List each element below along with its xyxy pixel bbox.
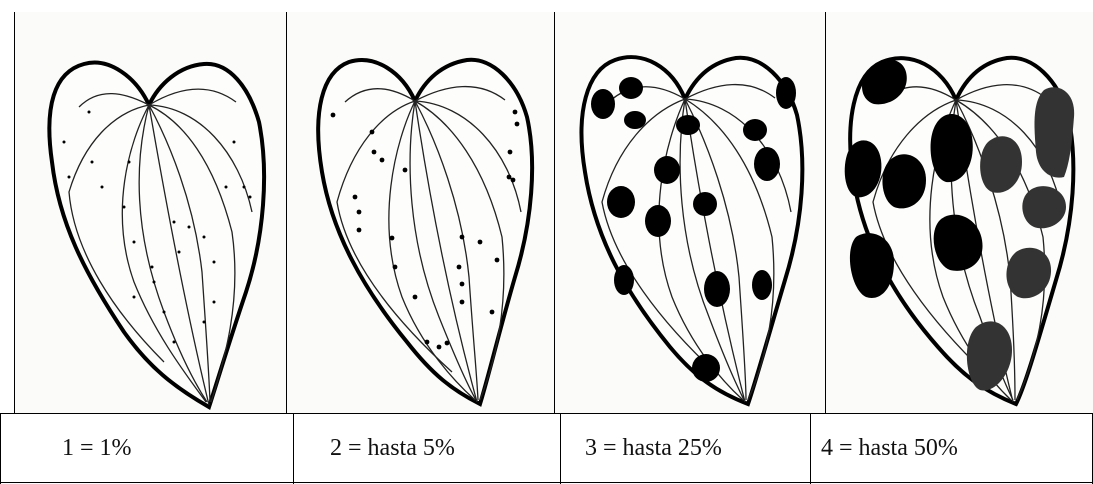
severity-label-4: 4 = hasta 50%: [821, 435, 958, 462]
label-cell-3: 3 = hasta 25%: [561, 414, 810, 482]
label-cell-4: 4 = hasta 50%: [811, 414, 1092, 482]
label-cell-1: 1 = 1%: [0, 414, 293, 482]
severity-label-3: 3 = hasta 25%: [585, 435, 722, 462]
severity-label-2: 2 = hasta 5%: [330, 435, 455, 462]
label-cell-2: 2 = hasta 5%: [294, 414, 560, 482]
severity-label-1: 1 = 1%: [62, 435, 132, 462]
